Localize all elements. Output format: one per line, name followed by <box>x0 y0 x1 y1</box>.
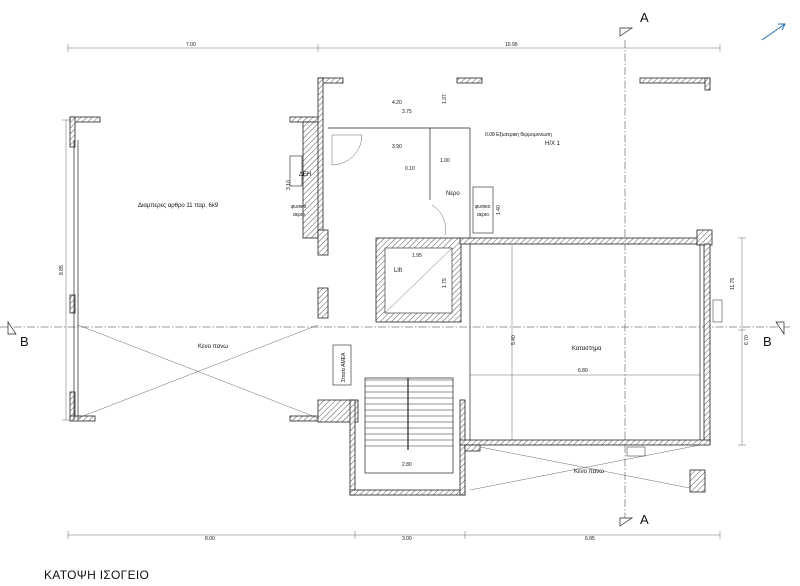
dim-3-75: 3.75 <box>402 109 412 115</box>
amea-box <box>332 344 352 386</box>
dim-4-20: 4.20 <box>392 100 402 106</box>
dim-right-outer: 11.75 <box>730 278 736 290</box>
left-dimension <box>62 119 70 421</box>
section-b-label-right: B <box>763 334 772 349</box>
dim-lift-w: 1.95 <box>412 253 422 259</box>
dim-3-10: 3.10 <box>286 180 292 190</box>
gas-right-label-2: αεριο <box>477 212 489 218</box>
hx-label: Η/Χ 1 <box>545 141 561 147</box>
right-dimensions <box>738 237 746 446</box>
dim-1-37: 1.37 <box>442 94 448 104</box>
dim-0-10: 0.10 <box>405 166 415 172</box>
gas-left-label: φυσικο <box>291 204 307 210</box>
door-swing <box>331 134 363 166</box>
dim-top-left: 7.00 <box>186 42 196 48</box>
north-arrow-icon <box>761 23 786 41</box>
gas-right-label: φυσικο <box>475 204 491 210</box>
dim-1-00: 1.00 <box>440 158 450 164</box>
section-b-label-left: B <box>20 334 29 349</box>
dim-lift-h: 1.75 <box>442 278 448 288</box>
void-bottom-label: Κενο πανω <box>574 469 604 475</box>
deh-label: ΔΕΗ <box>299 172 311 178</box>
dim-bottom-mid: 3.00 <box>402 536 412 542</box>
section-line-a <box>619 27 634 527</box>
deh-box <box>289 155 303 187</box>
shop-label: Καταστημα <box>572 346 602 352</box>
amea-label: Στασει ΑΜΕΑ <box>341 352 347 382</box>
dim-right-inner: 6.70 <box>744 335 750 345</box>
insulation-label: 0.08 Εξωτερικη θερμομονωση <box>485 132 552 138</box>
bottom-dimension-chain <box>67 531 721 539</box>
stair-frame <box>364 377 454 474</box>
void-left-label: Κενο πανω <box>198 344 228 350</box>
top-dimension-chain <box>67 44 721 52</box>
shop-outline <box>459 229 723 493</box>
dim-shop-h: 5.40 <box>511 335 517 345</box>
dim-bottom-right: 6.95 <box>585 536 595 542</box>
core-walls <box>317 77 711 496</box>
section-a-label-bottom: A <box>640 512 649 527</box>
door-swing-2 <box>431 204 446 236</box>
gas-right-box <box>472 186 494 234</box>
dim-shop-w: 6.80 <box>578 368 588 374</box>
water-label: Νερο <box>446 191 460 197</box>
drawing-title: ΚΑΤΟΨΗ ΙΣΟΓΕΙΟ <box>44 568 150 582</box>
section-line-b <box>0 320 790 336</box>
dim-stair-w: 2.80 <box>402 462 412 468</box>
staircase <box>364 377 454 474</box>
dim-left-height: 8.85 <box>59 265 65 275</box>
dim-1-40: 1.40 <box>496 205 502 215</box>
arcade-outline <box>69 116 321 422</box>
arcade-label: Διαμπερες αρθρο 11 παρ. 6κ9 <box>138 203 219 209</box>
dim-top-right: 10.95 <box>505 42 518 48</box>
dim-bottom-left: 8.00 <box>205 536 215 542</box>
lift-shaft <box>375 237 462 323</box>
gas-left-label-2: αεριο <box>293 212 305 218</box>
dim-3-90: 3.90 <box>392 144 402 150</box>
section-a-label-top: A <box>640 10 649 25</box>
lift-label: Lift <box>394 268 402 274</box>
